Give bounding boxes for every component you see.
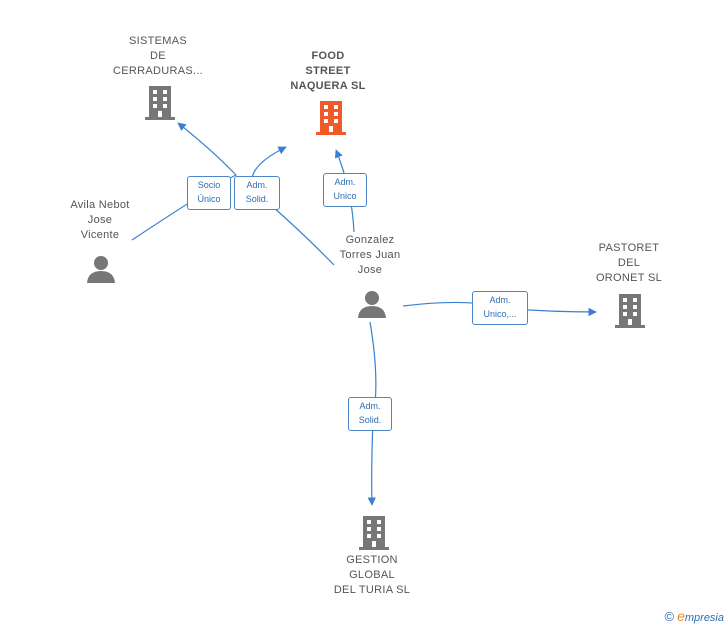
copyright-icon: © (664, 609, 675, 624)
building-icon[interactable] (143, 84, 177, 125)
building-icon[interactable] (613, 292, 647, 333)
edge-avila-sistemas (131, 122, 238, 241)
person-icon[interactable] (357, 289, 387, 324)
node-label-food-street[interactable]: FOOD STREET NAQUERA SL (290, 50, 366, 92)
edge-label-adm-unico-etc[interactable]: Adm. Unico,... (472, 291, 528, 325)
node-label-avila[interactable]: Avila Nebot Jose Vicente (70, 199, 130, 241)
brand-initial: e (677, 608, 685, 624)
person-icon[interactable] (86, 254, 116, 289)
building-icon-focus[interactable] (314, 99, 348, 140)
brand-name: mpresia (684, 612, 724, 624)
building-icon[interactable] (357, 514, 391, 555)
node-label-gestion[interactable]: GESTION GLOBAL DEL TURIA SL (333, 554, 411, 596)
edge-label-socio-unico[interactable]: Socio Único (187, 176, 231, 210)
edge-label-adm-solid[interactable]: Adm. Solid. (234, 176, 280, 210)
node-label-sistemas[interactable]: SISTEMAS DE CERRADURAS... (112, 35, 204, 77)
edge-label-adm-solid[interactable]: Adm. Solid. (348, 397, 392, 431)
empresia-watermark: ©empresia (664, 608, 724, 624)
node-label-gonzalez[interactable]: Gonzalez Torres Juan Jose (339, 234, 401, 276)
node-label-pastoret[interactable]: PASTORET DEL ORONET SL (595, 242, 663, 284)
edge-label-adm-unico[interactable]: Adm. Unico (323, 173, 367, 207)
